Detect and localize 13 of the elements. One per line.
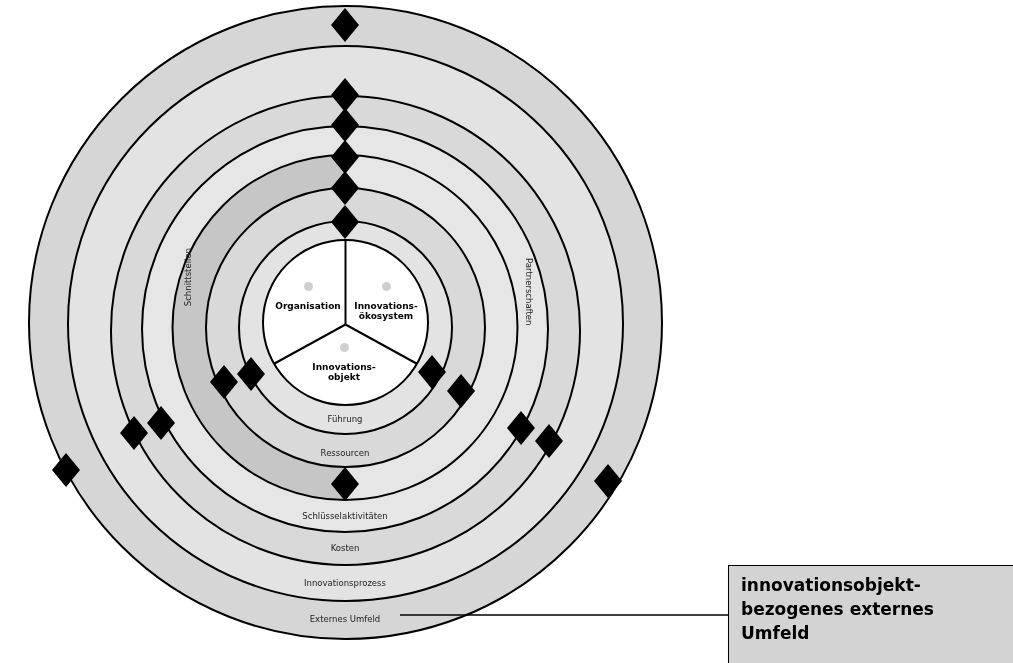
ring-label: Ressourcen	[320, 448, 370, 458]
ring-label: Führung	[327, 414, 363, 424]
ring-label: Externes Umfeld	[309, 614, 381, 624]
ring-label: Kosten	[330, 543, 360, 553]
sector-label: Innovations- ökosystem	[353, 301, 419, 321]
leader-line	[399, 614, 729, 616]
ring-label: Innovationsprozess	[304, 578, 386, 588]
sector-label: Innovations- objekt	[311, 362, 377, 382]
sector-label: Organisation	[274, 301, 342, 311]
band-label: Partnerschaften	[524, 258, 534, 326]
ring-label: Schlüsselaktivitäten	[302, 511, 388, 521]
callout-box: innovationsobjekt- bezogenes externes Umfeld	[728, 565, 1013, 663]
band-label: Schnittstellen	[183, 248, 193, 307]
